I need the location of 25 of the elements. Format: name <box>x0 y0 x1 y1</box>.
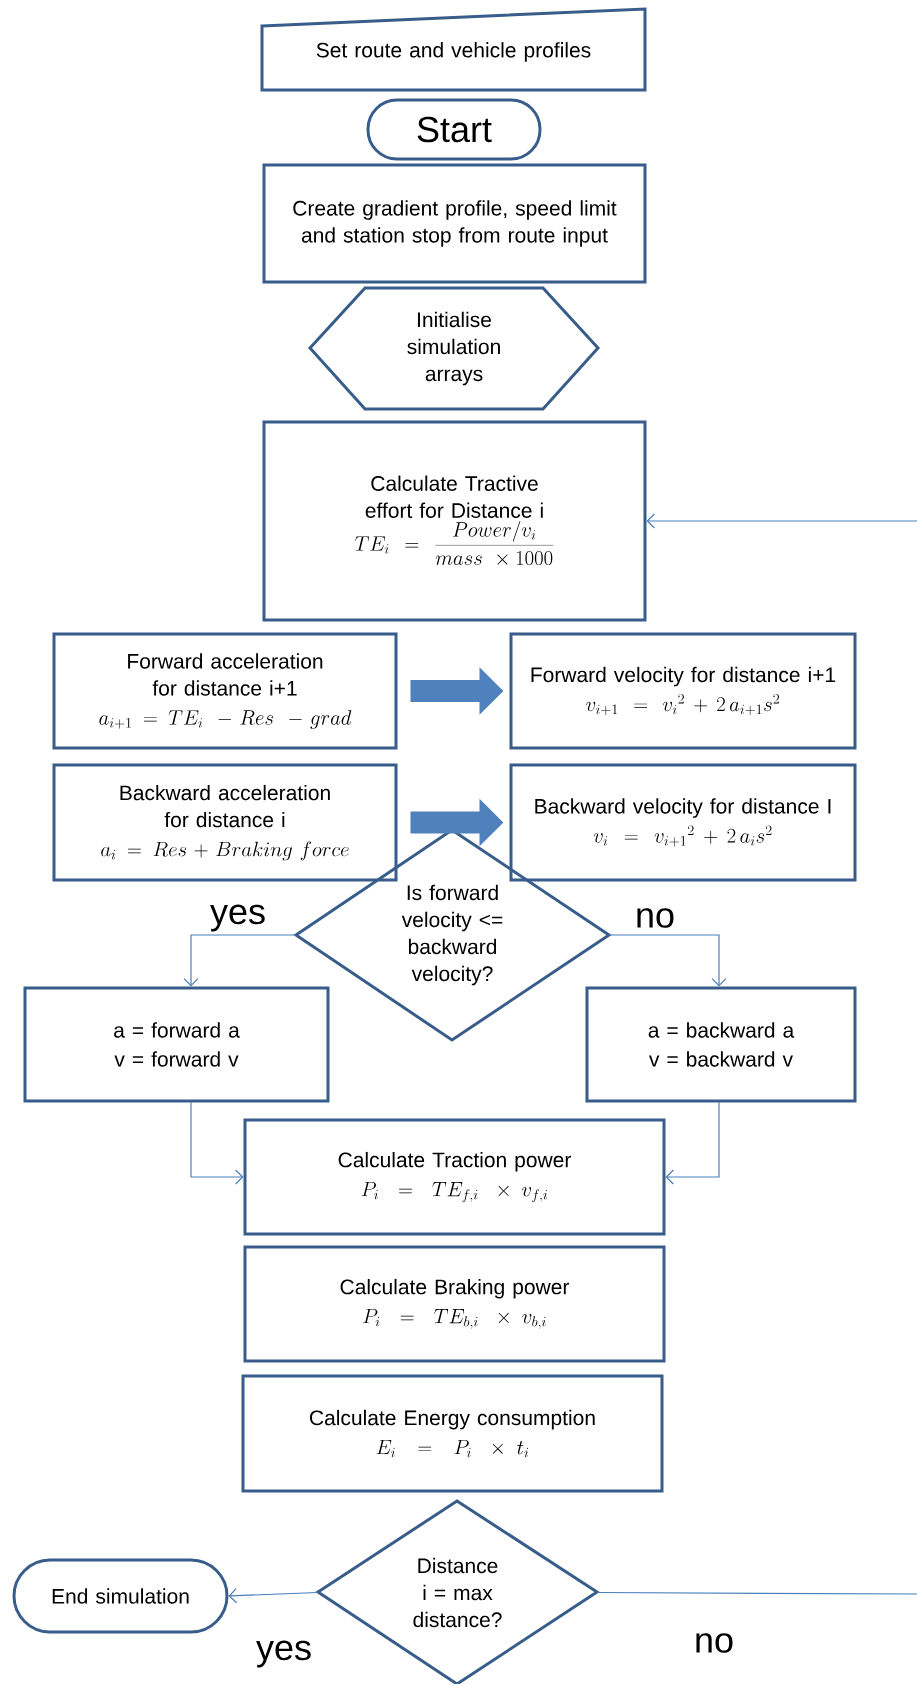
input-box: Set route and vehicle profiles <box>260 7 647 92</box>
process-box: Calculate Braking power $P_i = TE_{b,i}\ \times v_{b,i}$ <box>243 1245 666 1363</box>
arrow <box>608 934 727 987</box>
edge-label: no <box>692 1631 736 1655</box>
process-box: Backward velocity for distance I $v_i = {v_{i+1}}^2 + 2\, a_i s^2$ <box>509 763 857 882</box>
process-box: a = forward a v = forward v <box>23 986 330 1103</box>
edge-label: yes <box>208 902 268 934</box>
connector-line <box>596 1591 917 1595</box>
arrow <box>190 1101 244 1185</box>
terminator-box: Start <box>366 98 542 161</box>
arrow <box>665 1101 720 1185</box>
edge-label: no <box>633 906 677 930</box>
process-box: Calculate Energy consumption $E_i = P_i\ \times t_i$ <box>241 1374 664 1493</box>
terminator-box: End simulation <box>12 1558 229 1634</box>
process-box: Forward acceleration for distance i+1 $a_{i+1} = TE_i\ - Res\ - grad$ <box>52 632 398 750</box>
process-box: Forward velocity for distance i+1 $v_{i+1} = {v_i}^2 + 2\, a_{i+1} s^2$ <box>509 632 857 750</box>
edge-label: yes <box>254 1638 314 1670</box>
process-box: Calculate Tractive effort for Distance i $TE_i = \frac{Power/v_i}{mass\ \times 1000}$ <box>262 420 647 622</box>
process-box: Calculate Traction power $P_i = TE_{f,i}\ \times v_{f,i}$ <box>243 1118 666 1236</box>
arrow <box>183 934 297 987</box>
process-box: Backward acceleration for distance i $a_i = Res + Braking\ force$ <box>52 763 398 882</box>
process-box: a = backward a v = backward v <box>585 986 857 1103</box>
arrow <box>228 1588 319 1604</box>
arrow <box>646 513 917 529</box>
process-box: Create gradient profile, speed limit and station stop from route input <box>262 163 647 284</box>
